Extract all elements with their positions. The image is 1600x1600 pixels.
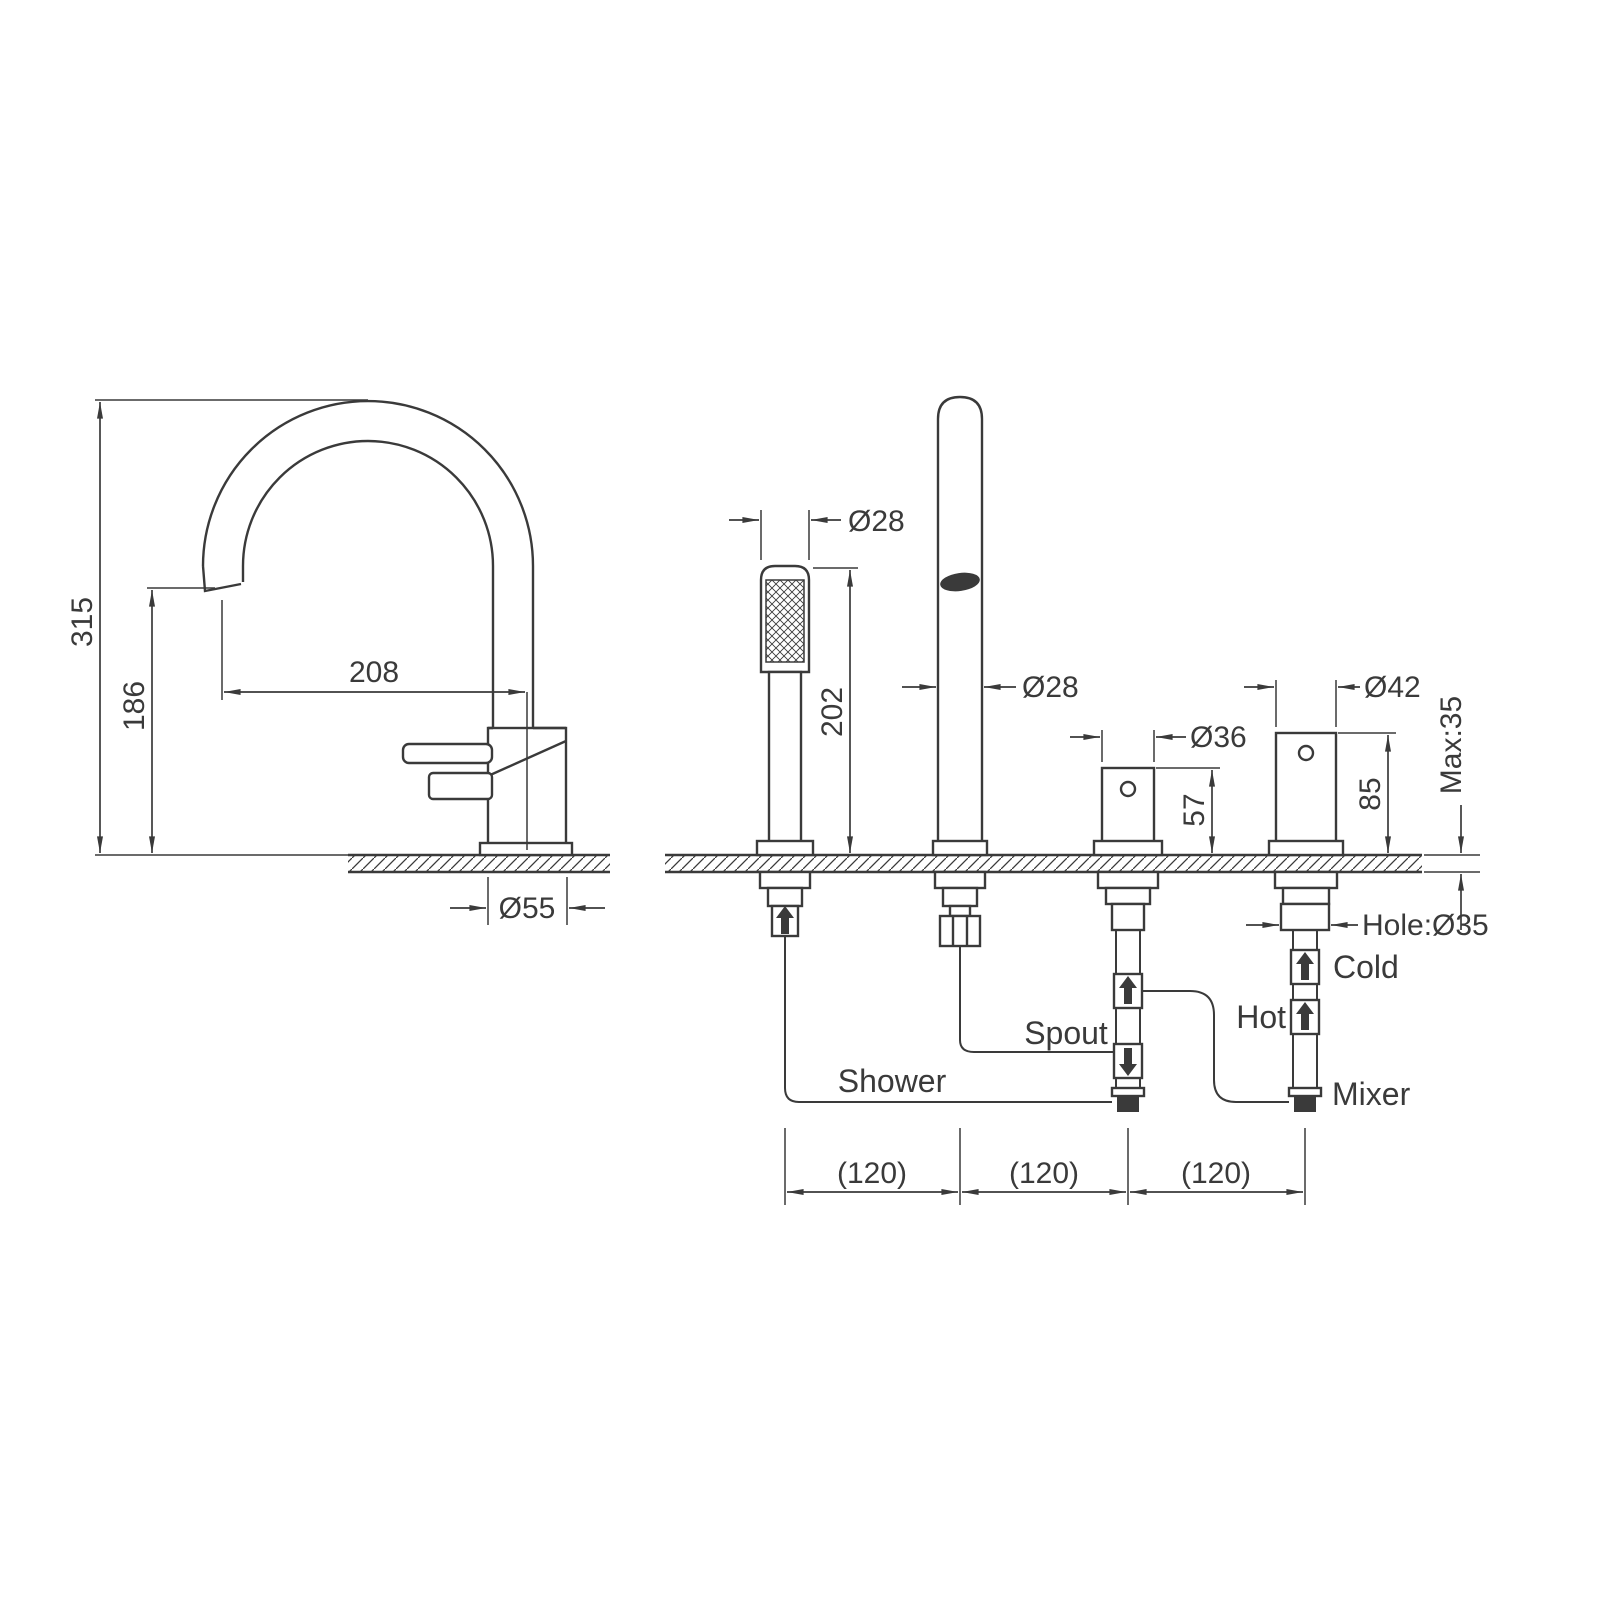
handshower-spray-face xyxy=(765,579,805,663)
dimension-57: 57 xyxy=(1156,767,1220,853)
diverter-screw xyxy=(1119,780,1137,798)
handshower-flange xyxy=(755,839,815,857)
handshower-wand xyxy=(767,670,803,845)
dimension-diverter-diameter: Ø36 xyxy=(1070,721,1247,762)
dimension-315: 315 xyxy=(66,399,368,856)
handshower-unit xyxy=(755,564,1112,1103)
gooseneck-inner xyxy=(241,439,495,728)
dim-base-diameter: Ø55 xyxy=(499,892,556,925)
spout-supply-line xyxy=(959,946,1114,1053)
ext-d42 xyxy=(1275,680,1337,727)
mixer-shaft xyxy=(1279,902,1331,932)
dimension-base-diameter: Ø55 xyxy=(450,877,605,925)
dim-spout-height: 186 xyxy=(118,681,151,731)
ext-spacing xyxy=(784,1128,1306,1205)
mixer-locknut xyxy=(1281,886,1331,906)
dim-deck-hole: Hole:Ø35 xyxy=(1362,909,1489,942)
label-spout: Spout xyxy=(1024,1015,1108,1051)
dimension-spout-diameter: Ø28 xyxy=(902,671,1079,704)
diverter-body xyxy=(1100,766,1156,847)
deck-hatch-left xyxy=(348,855,610,872)
dim-spacing-1: (120) xyxy=(837,1157,907,1190)
spout-locknut xyxy=(941,886,979,908)
label-cold: Cold xyxy=(1333,949,1399,985)
label-shower: Shower xyxy=(838,1063,947,1099)
spout-hex-nut xyxy=(938,914,982,948)
diverter-shaft xyxy=(1110,902,1146,932)
mixer-washer xyxy=(1273,870,1339,890)
dim-spacing-2: (120) xyxy=(1009,1157,1079,1190)
spout-unit xyxy=(931,395,1114,1053)
deck-section-right xyxy=(665,853,1422,874)
spout-outlet-tip xyxy=(201,565,242,593)
mixer-to-diverter-line xyxy=(1141,990,1289,1103)
label-hot: Hot xyxy=(1236,999,1286,1035)
dimension-mixer-diameter: Ø42 xyxy=(1244,671,1421,727)
dim-mixer-height: 85 xyxy=(1354,777,1387,810)
dimension-186: 186 xyxy=(118,587,215,853)
diverter-collar xyxy=(1110,1086,1146,1098)
ext-d36 xyxy=(1101,730,1155,762)
dim-handshower-diameter: Ø28 xyxy=(848,505,905,538)
dim-spacing-3: (120) xyxy=(1181,1157,1251,1190)
handshower-washer xyxy=(758,870,812,890)
dim-spout-reach: 208 xyxy=(349,656,399,689)
dim-diverter-diameter: Ø36 xyxy=(1190,721,1247,754)
dim-handshower-height: 202 xyxy=(816,687,849,737)
ext-208 xyxy=(221,600,528,850)
dimension-202: 202 xyxy=(813,567,858,853)
dimension-hole: Hole:Ø35 xyxy=(1246,909,1489,942)
handle-lever xyxy=(401,742,494,765)
handle-base xyxy=(427,771,494,801)
diverter-hose-fitting xyxy=(1117,1096,1139,1112)
spout-flange xyxy=(931,839,989,857)
base-flange xyxy=(478,841,574,857)
spout-tube xyxy=(936,395,984,845)
diverter-locknut xyxy=(1104,886,1152,906)
dimension-max35: Max:35 xyxy=(1424,696,1480,930)
deck-section-left xyxy=(348,853,610,874)
spout-outlet-opening xyxy=(940,572,980,592)
mixer-screw xyxy=(1297,744,1315,762)
shower-hose xyxy=(784,936,1112,1103)
dim-deck-max-thickness: Max:35 xyxy=(1435,696,1468,794)
mixer-flange xyxy=(1267,839,1345,857)
mixer-collar xyxy=(1287,1086,1323,1098)
ext-315 xyxy=(95,399,368,856)
label-mixer: Mixer xyxy=(1332,1076,1411,1112)
dim-mixer-diameter: Ø42 xyxy=(1364,671,1421,704)
spout-stem xyxy=(948,904,972,918)
dimension-85: 85 xyxy=(1338,732,1396,853)
ext-d28-shower xyxy=(760,510,810,560)
diverter-unit xyxy=(1092,766,1289,1112)
dimension-handshower-diameter: Ø28 xyxy=(729,505,905,560)
gooseneck-outer xyxy=(201,399,535,728)
dimension-spacing: (120) (120) (120) xyxy=(784,1128,1306,1205)
diverter-flange xyxy=(1092,839,1164,857)
dim-spout-diameter: Ø28 xyxy=(1022,671,1079,704)
mixer-outlet-fitting xyxy=(1294,1096,1316,1112)
dimension-208: 208 xyxy=(221,600,528,850)
diverter-washer xyxy=(1096,870,1160,890)
dim-diverter-height: 57 xyxy=(1178,793,1211,826)
deck-hatch-right xyxy=(665,855,1422,872)
mixer-unit xyxy=(1267,731,1345,1112)
spout-hex-facets xyxy=(951,916,969,946)
dim-total-height: 315 xyxy=(66,597,99,647)
ext-max35 xyxy=(1424,854,1480,873)
ext-d55 xyxy=(487,877,568,925)
faucet-side-view xyxy=(201,399,574,857)
handshower-locknut xyxy=(766,886,804,908)
spout-washer xyxy=(933,870,987,890)
